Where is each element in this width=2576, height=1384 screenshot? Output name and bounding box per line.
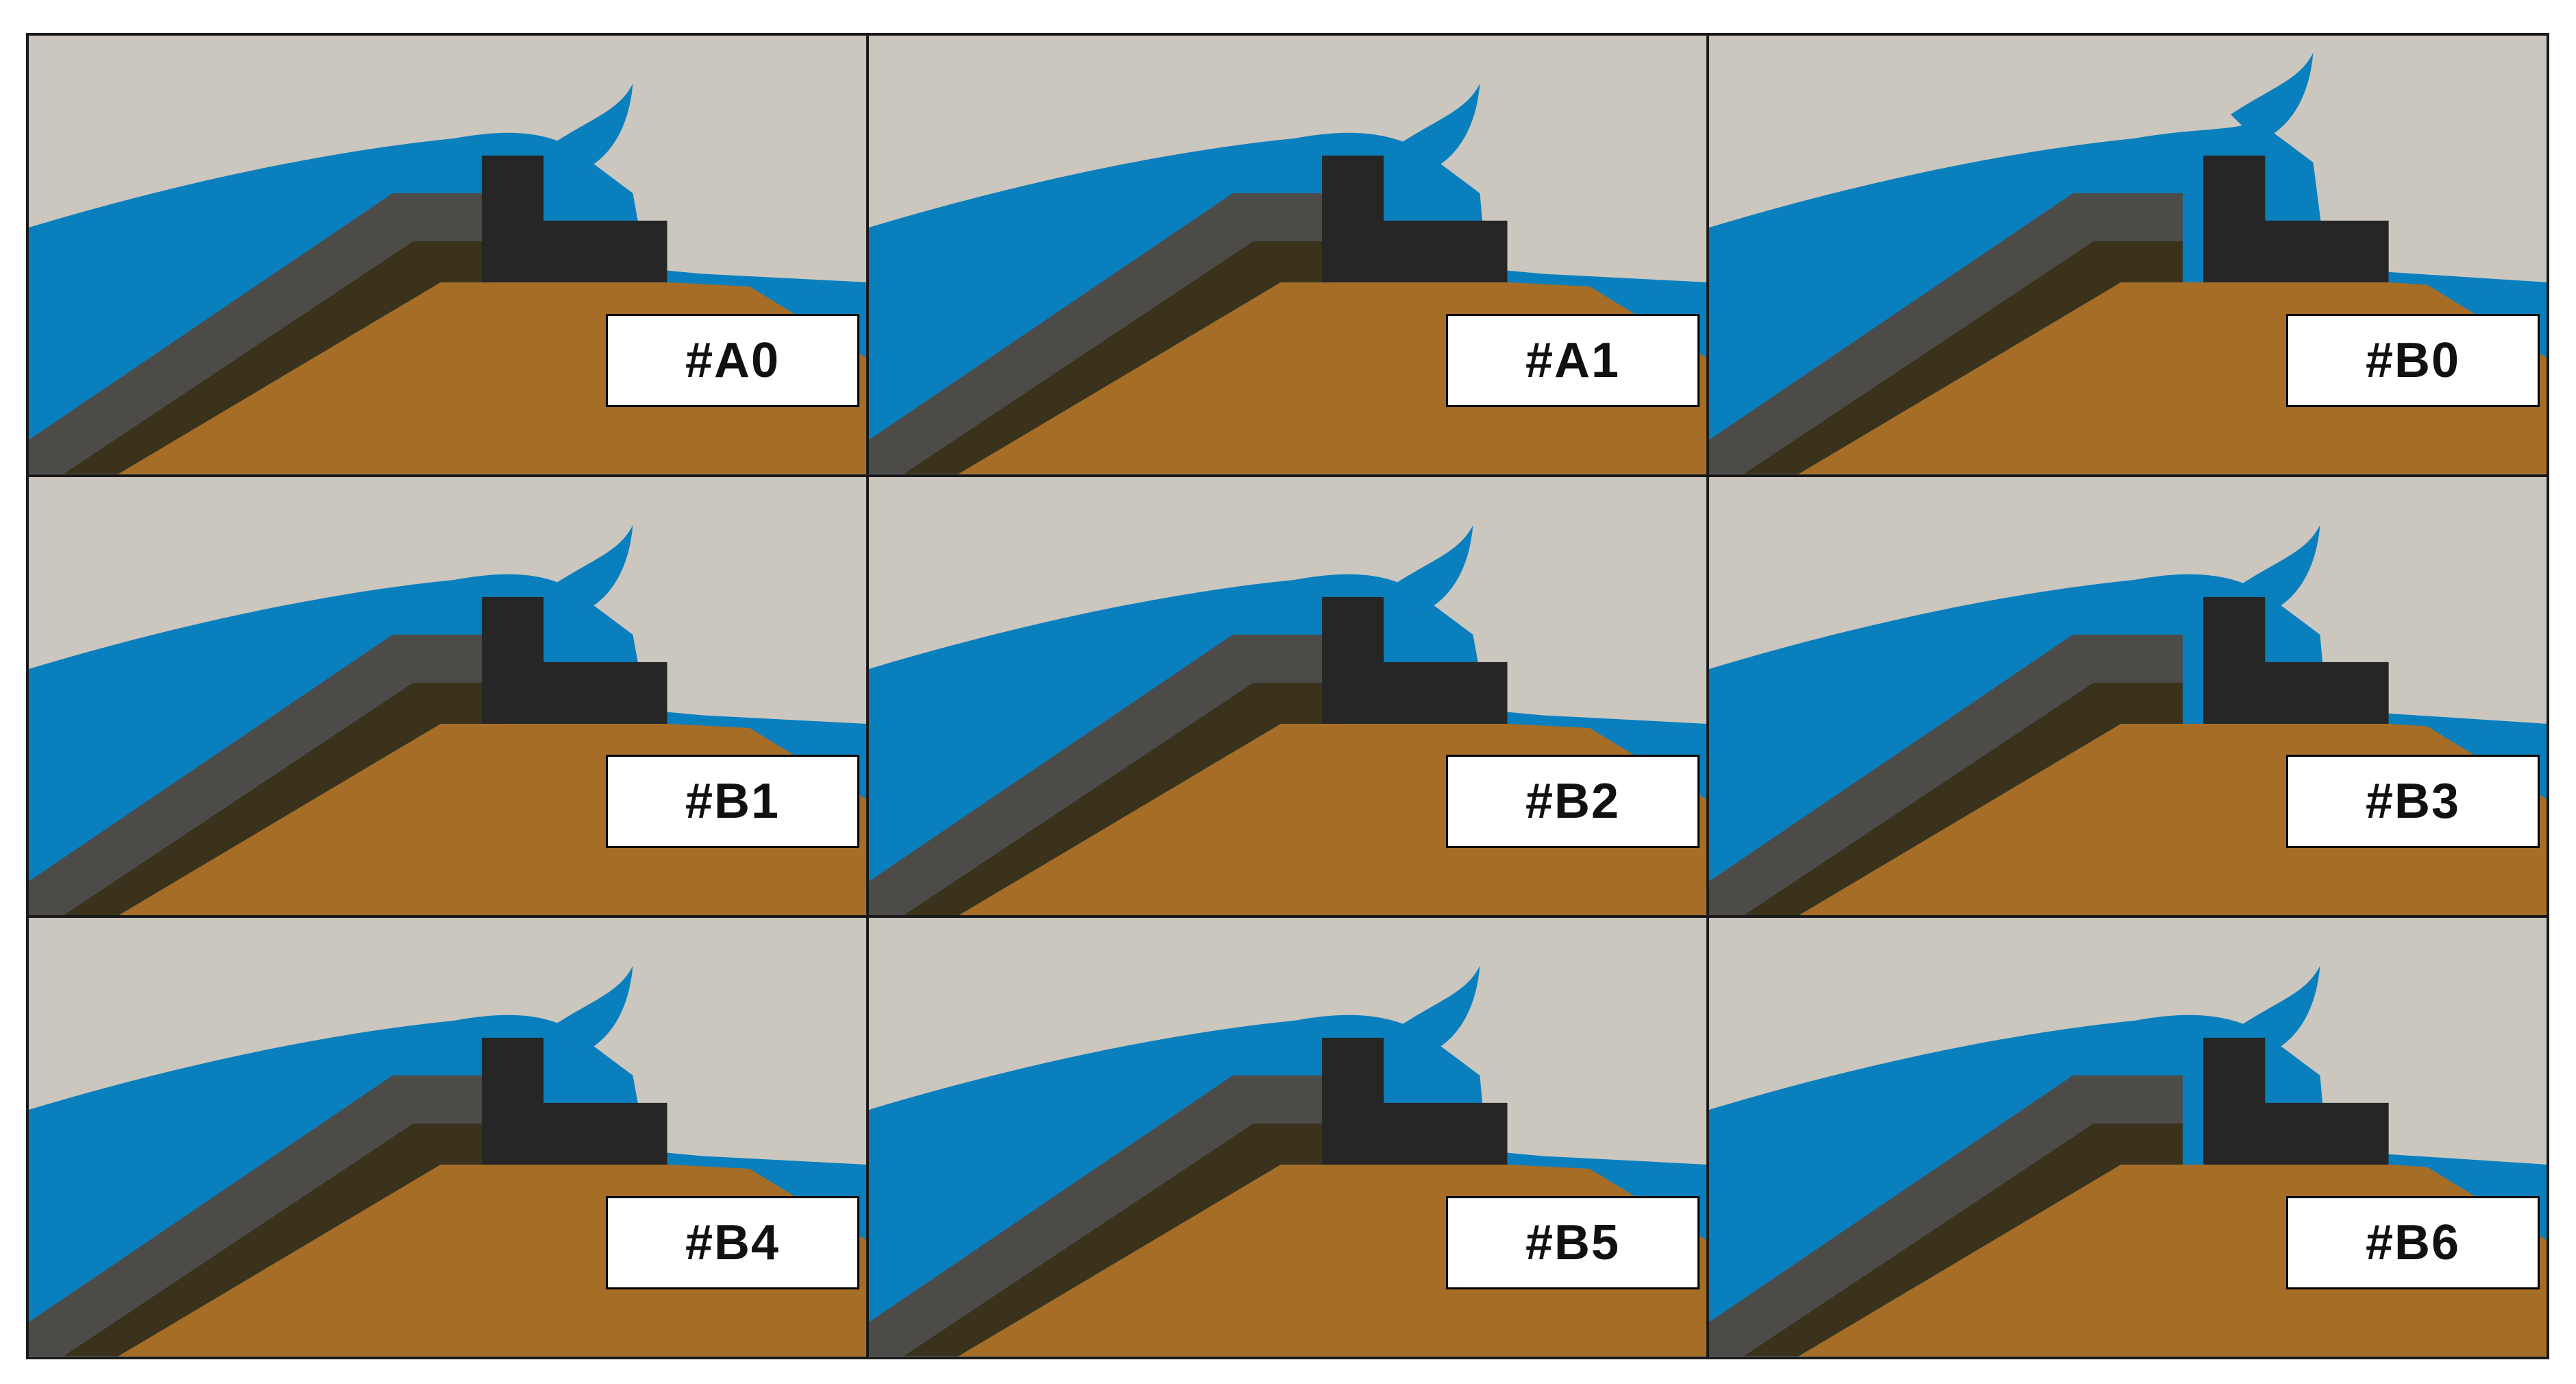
crown-wall (482, 1038, 667, 1165)
wave-crest-curl (2237, 966, 2320, 1056)
breakwater-scene (29, 36, 866, 474)
panel-b3: #B3 (1709, 476, 2547, 916)
panel-b4: #B4 (29, 918, 866, 1357)
panel-label: #B1 (685, 774, 781, 829)
breakwater-scene (869, 918, 1706, 1357)
panel-label: #A0 (685, 332, 781, 388)
breakwater-armour-layer (869, 193, 1343, 474)
overtopping-water-sheet (667, 271, 866, 293)
panel-label-box: #B6 (2286, 1196, 2540, 1289)
crown-wall (482, 155, 667, 282)
wave-crest-curl (2237, 524, 2320, 614)
overtopping-water-sheet (2388, 713, 2547, 734)
crown-wall (482, 596, 667, 724)
breakwater-scene (869, 476, 1706, 916)
wave-crest-curl (1397, 966, 1480, 1056)
wave-crest-curl (2231, 52, 2314, 142)
panel-b0: #B0 (1709, 36, 2547, 474)
panel-label: #B4 (685, 1215, 781, 1270)
breakwater-armour-layer (29, 193, 503, 474)
panel-b2: #B2 (869, 476, 1706, 916)
panel-label: #B0 (2365, 332, 2461, 388)
panel-label: #B3 (2365, 774, 2461, 829)
breakwater-armour-layer (29, 634, 503, 916)
panel-label-box: #B1 (606, 755, 859, 849)
breakwater-underlayer (903, 1124, 1343, 1357)
overtopping-water-sheet (1507, 271, 1706, 293)
breakwater-scene (29, 476, 866, 916)
breakwater-underlayer (63, 1124, 503, 1357)
breakwater-armour-layer (29, 1076, 503, 1357)
breakwater-underlayer (63, 241, 503, 474)
panel-label-box: #B5 (1446, 1196, 1700, 1289)
breakwater-armour-layer (1709, 193, 2183, 474)
wave-crest-curl (550, 966, 633, 1056)
panel-label-box: #A1 (1446, 313, 1700, 407)
panel-label-box: #A0 (606, 313, 859, 407)
overtopping-water-sheet (1507, 713, 1706, 734)
breakwater-underlayer (903, 241, 1343, 474)
breakwater-scene (29, 918, 866, 1357)
panel-label-box: #B3 (2286, 755, 2540, 849)
breakwater-underlayer (1743, 241, 2183, 474)
breakwater-scene (1709, 918, 2547, 1357)
crown-wall (1322, 1038, 1508, 1165)
breakwater-armour-layer (869, 1076, 1343, 1357)
panel-label: #B6 (2365, 1215, 2461, 1270)
wave-crest-curl (1397, 83, 1480, 173)
crown-wall (1322, 155, 1508, 282)
breakwater-armour-layer (1709, 634, 2183, 916)
crown-wall (2203, 596, 2389, 724)
panel-grid: #A0 #A1 #B0 #B1 #B2 #B3 (26, 33, 2549, 1359)
panel-b5: #B5 (869, 918, 1706, 1357)
panel-a1: #A1 (869, 36, 1706, 474)
breakwater-scene (869, 36, 1706, 474)
crown-wall (1322, 596, 1508, 724)
panel-b6: #B6 (1709, 918, 2547, 1357)
breakwater-underlayer (903, 682, 1343, 916)
breakwater-underlayer (1743, 682, 2183, 916)
crown-wall (2203, 1038, 2389, 1165)
wave-crest-curl (550, 83, 633, 173)
overtopping-water-sheet (1507, 1154, 1706, 1176)
overtopping-water-sheet (2388, 1154, 2547, 1176)
breakwater-armour-layer (1709, 1076, 2183, 1357)
overtopping-water-sheet (667, 713, 866, 734)
overtopping-water-sheet (2388, 271, 2547, 293)
panel-label-box: #B0 (2286, 313, 2540, 407)
panel-label: #B5 (1525, 1215, 1621, 1270)
breakwater-underlayer (63, 682, 503, 916)
panel-label-box: #B4 (606, 1196, 859, 1289)
breakwater-armour-layer (869, 634, 1343, 916)
panel-label-box: #B2 (1446, 755, 1700, 849)
breakwater-scene (1709, 36, 2547, 474)
overtopping-water-sheet (667, 1154, 866, 1176)
panel-label: #B2 (1525, 774, 1621, 829)
panel-b1: #B1 (29, 476, 866, 916)
crown-wall (2203, 155, 2389, 282)
breakwater-underlayer (1743, 1124, 2183, 1357)
wave-crest-curl (550, 524, 633, 614)
wave-crest-curl (1390, 524, 1473, 614)
panel-a0: #A0 (29, 36, 866, 474)
breakwater-scene (1709, 476, 2547, 916)
panel-label: #A1 (1525, 332, 1621, 388)
